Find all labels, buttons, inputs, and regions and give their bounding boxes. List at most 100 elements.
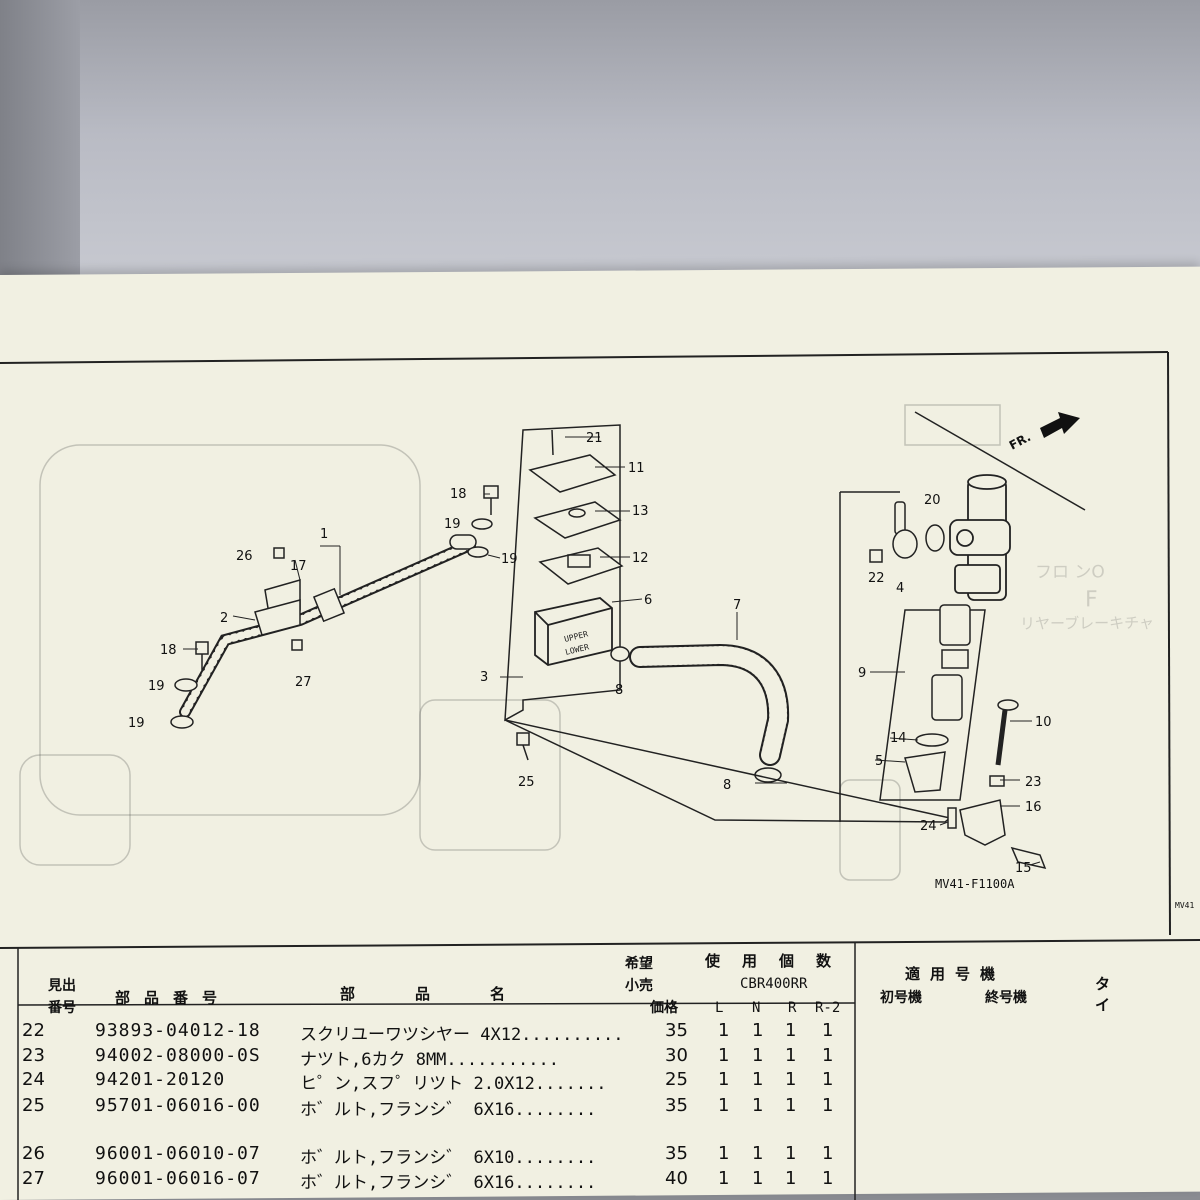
qty-n: 1 bbox=[752, 1045, 764, 1066]
washer-19b bbox=[467, 546, 489, 558]
qty-n: 1 bbox=[752, 1143, 764, 1164]
part-number: 93893-04012-18 bbox=[95, 1020, 261, 1041]
price: 25 bbox=[665, 1069, 688, 1090]
header-ref-no-1: 見出 bbox=[48, 978, 76, 994]
header-price-1: 希望 bbox=[625, 956, 653, 972]
boot-5 bbox=[904, 751, 946, 793]
part-name: ナツト,6カク 8MM........... bbox=[300, 1050, 559, 1070]
clevis-16 bbox=[959, 799, 1006, 846]
callout-1: 1 bbox=[320, 527, 328, 542]
callout-25: 25 bbox=[518, 775, 535, 790]
qty-r: 1 bbox=[785, 1095, 797, 1116]
callout-19: 19 bbox=[444, 517, 461, 532]
callout-14: 14 bbox=[890, 731, 907, 746]
callout-4: 4 bbox=[896, 581, 904, 596]
washer-19d bbox=[170, 715, 194, 729]
ref-no: 22 bbox=[22, 1020, 45, 1041]
qty-r2: 1 bbox=[822, 1020, 834, 1041]
bolt-18 bbox=[483, 485, 499, 499]
callout-8b: 8 bbox=[723, 778, 731, 793]
part-name: ホ゛ルト,フランシ゛ 6X16........ bbox=[300, 1173, 597, 1193]
header-type: タイ bbox=[1095, 975, 1151, 1014]
nut-23 bbox=[989, 775, 1005, 787]
callout-12: 12 bbox=[632, 551, 649, 566]
qty-l: 1 bbox=[718, 1095, 730, 1116]
callout-8: 8 bbox=[615, 683, 623, 698]
washer-19 bbox=[471, 518, 493, 530]
callout-24: 24 bbox=[920, 819, 937, 834]
o-ring-20 bbox=[925, 524, 945, 552]
callout-19d: 19 bbox=[128, 716, 145, 731]
qty-n: 1 bbox=[752, 1095, 764, 1116]
bolt-18-lower bbox=[195, 641, 209, 655]
washer-19c bbox=[174, 678, 198, 692]
qty-r: 1 bbox=[785, 1143, 797, 1164]
price: 35 bbox=[665, 1143, 688, 1164]
hose-guide-2 bbox=[254, 599, 301, 636]
callout-16: 16 bbox=[1025, 800, 1042, 815]
price: 40 bbox=[665, 1168, 688, 1189]
front-direction-arrow: FR. bbox=[1007, 412, 1080, 453]
part-name: ホ゛ルト,フランシ゛ 6X16........ bbox=[300, 1100, 597, 1120]
qty-r2: 1 bbox=[822, 1168, 834, 1189]
part-number: 96001-06016-07 bbox=[95, 1168, 261, 1189]
reservoir-cap-11 bbox=[528, 429, 617, 493]
reservoir-plate-13 bbox=[533, 501, 622, 539]
piston-set-9 bbox=[904, 604, 971, 793]
reservoir-body-3: UPPER LOWER bbox=[534, 597, 613, 666]
qty-n: 1 bbox=[752, 1168, 764, 1189]
fabric-background bbox=[0, 0, 1200, 300]
callout-6: 6 bbox=[644, 593, 652, 608]
callout-9: 9 bbox=[858, 666, 866, 681]
header-price-2: 小売 bbox=[625, 978, 653, 994]
hose-clip-8 bbox=[610, 646, 630, 662]
qty-r: 1 bbox=[785, 1069, 797, 1090]
header-price-3: 価格 bbox=[650, 1000, 678, 1016]
part-number: 94002-08000-0S bbox=[95, 1045, 261, 1066]
master-cylinder bbox=[949, 474, 1011, 601]
price: 35 bbox=[665, 1095, 688, 1116]
callout-17: 17 bbox=[290, 559, 307, 574]
qty-r: 1 bbox=[785, 1045, 797, 1066]
qty-r2: 1 bbox=[822, 1069, 834, 1090]
callout-7: 7 bbox=[733, 598, 741, 613]
part-name: ホ゛ルト,フランシ゛ 6X10........ bbox=[300, 1148, 597, 1168]
ghost-caliper-illustration bbox=[19, 404, 1001, 881]
callout-2: 2 bbox=[220, 611, 228, 626]
qty-n: 1 bbox=[752, 1069, 764, 1090]
qty-l: 1 bbox=[718, 1069, 730, 1090]
bolt-27 bbox=[291, 639, 303, 651]
header-variant-r2: R-2 bbox=[815, 1000, 841, 1016]
part-number: 95701-06016-00 bbox=[95, 1095, 261, 1116]
qty-l: 1 bbox=[718, 1045, 730, 1066]
callout-18: 18 bbox=[450, 487, 467, 502]
callout-13: 13 bbox=[632, 504, 649, 519]
header-part-no: 部品番号 bbox=[115, 989, 232, 1007]
callout-15: 15 bbox=[1015, 861, 1032, 876]
callout-3: 3 bbox=[480, 670, 488, 685]
price: 30 bbox=[665, 1045, 688, 1066]
circlip-14 bbox=[915, 733, 949, 747]
part-name: スクリユーワツシヤー 4X12.......... bbox=[300, 1025, 624, 1045]
qty-r2: 1 bbox=[822, 1095, 834, 1116]
header-model: CBR400RR bbox=[740, 976, 808, 992]
header-last-serial: 終号機 bbox=[985, 990, 1027, 1006]
callout-11: 11 bbox=[628, 461, 645, 476]
callout-21: 21 bbox=[586, 431, 603, 446]
qty-r2: 1 bbox=[822, 1143, 834, 1164]
ref-no: 23 bbox=[22, 1045, 45, 1066]
callout-26: 26 bbox=[236, 549, 253, 564]
ref-no: 26 bbox=[22, 1143, 45, 1164]
header-first-serial: 初号機 bbox=[880, 990, 922, 1006]
ref-no: 24 bbox=[22, 1069, 45, 1090]
hose-joint-4 bbox=[894, 501, 906, 535]
qty-r: 1 bbox=[785, 1020, 797, 1041]
push-rod-10 bbox=[989, 699, 1019, 787]
cotter-pin-24 bbox=[947, 807, 957, 829]
qty-l: 1 bbox=[718, 1020, 730, 1041]
callout-10: 10 bbox=[1035, 715, 1052, 730]
book-cover-edge bbox=[0, 0, 80, 300]
diagram-code-edge: MV41 bbox=[1175, 901, 1194, 910]
part-number: 96001-06010-07 bbox=[95, 1143, 261, 1164]
